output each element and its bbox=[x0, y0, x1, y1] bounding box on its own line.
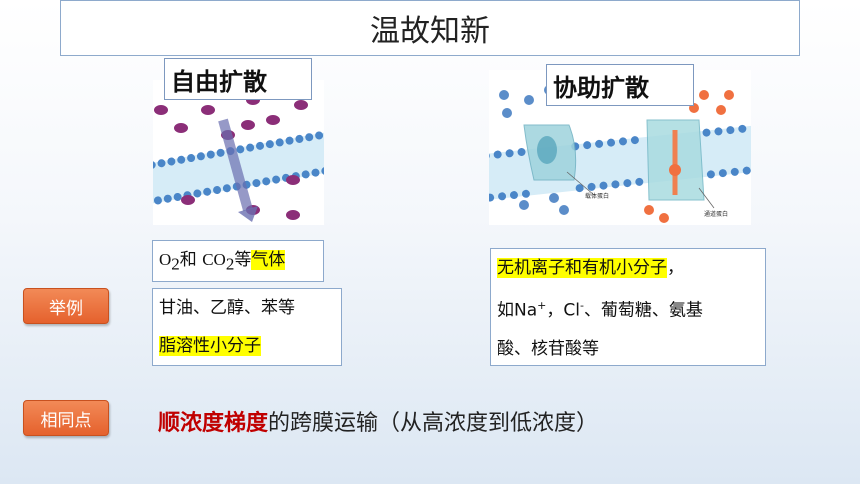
and-text: 和 bbox=[179, 250, 203, 270]
facilitated-diffusion-label: 协助扩散 bbox=[546, 64, 694, 106]
ions-highlight: 无机离子和有机小分子 bbox=[497, 258, 667, 278]
cl-text: ，Cl bbox=[546, 300, 580, 321]
free-diffusion-membrane-illustration bbox=[153, 95, 324, 222]
na-text: 如Na bbox=[497, 300, 538, 321]
na-superscript: + bbox=[537, 299, 547, 312]
lipid-soluble-example-box: 甘油、乙醇、苯等 脂溶性小分子 bbox=[152, 288, 342, 366]
facilitated-example-box: 无机离子和有机小分子， 如Na+，Cl-、葡萄糖、氨基 酸、核苷酸等 bbox=[490, 248, 766, 366]
lipid-line1: 甘油、乙醇、苯等 bbox=[159, 298, 295, 318]
same-point-button-label: 相同点 bbox=[40, 410, 92, 431]
carrier-protein-label: 载体蛋白 bbox=[585, 192, 609, 200]
cl-superscript: - bbox=[579, 299, 584, 312]
glucose-text: 、葡萄糖、氨基 bbox=[583, 300, 703, 321]
ions-comma: ， bbox=[667, 258, 684, 278]
free-diffusion-image bbox=[153, 80, 324, 225]
o2-subscript: 2 bbox=[171, 254, 180, 274]
gas-example-box: O2和 CO2等气体 bbox=[152, 240, 324, 282]
title-box: 温故知新 bbox=[60, 0, 800, 56]
page-title: 温故知新 bbox=[370, 14, 490, 49]
transport-description-text: 的跨膜运输（从高浓度到低浓度） bbox=[268, 411, 599, 436]
channel-protein-label: 通道蛋白 bbox=[704, 210, 728, 218]
gas-highlight: 气体 bbox=[251, 250, 286, 270]
facilitated-diffusion-label-text: 协助扩散 bbox=[553, 73, 649, 102]
co2-subscript: 2 bbox=[225, 254, 235, 274]
concentration-gradient-text: 顺浓度梯度 bbox=[158, 411, 269, 436]
free-diffusion-label: 自由扩散 bbox=[164, 58, 312, 100]
deng-text: 等 bbox=[234, 250, 252, 270]
example-button-label: 举例 bbox=[49, 298, 83, 319]
free-diffusion-label-text: 自由扩散 bbox=[171, 67, 267, 96]
o2-text: O bbox=[159, 250, 172, 269]
same-point-button[interactable]: 相同点 bbox=[23, 400, 109, 436]
common-feature-text: 顺浓度梯度的跨膜运输（从高浓度到低浓度） bbox=[158, 405, 598, 437]
nucleotide-text: 酸、核苷酸等 bbox=[497, 338, 599, 359]
co2-text: CO bbox=[202, 250, 226, 269]
example-button[interactable]: 举例 bbox=[23, 288, 109, 324]
lipid-line2-highlight: 脂溶性小分子 bbox=[159, 336, 261, 356]
facilitated-diffusion-membrane-illustration: 载体蛋白 通道蛋白 bbox=[489, 85, 751, 223]
